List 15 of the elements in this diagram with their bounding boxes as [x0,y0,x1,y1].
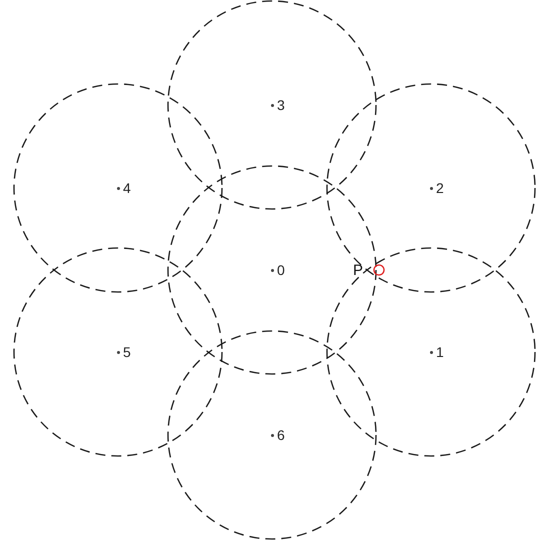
dashed-circle [326,247,536,457]
circle-label: 5 [123,344,131,360]
point-label: P [353,262,364,279]
circle-label: 0 [277,262,285,278]
circle-label: 3 [277,97,285,113]
dashed-circle [326,83,536,293]
dashed-circle [13,247,223,457]
circle-label: 2 [436,180,444,196]
dashed-circle [167,165,377,375]
dashed-circle [167,0,377,210]
circle-label: 6 [277,427,285,443]
dashed-circle [13,83,223,293]
dashed-circle [167,330,377,540]
circle-label: 1 [436,344,444,360]
circle-label: 4 [123,180,131,196]
